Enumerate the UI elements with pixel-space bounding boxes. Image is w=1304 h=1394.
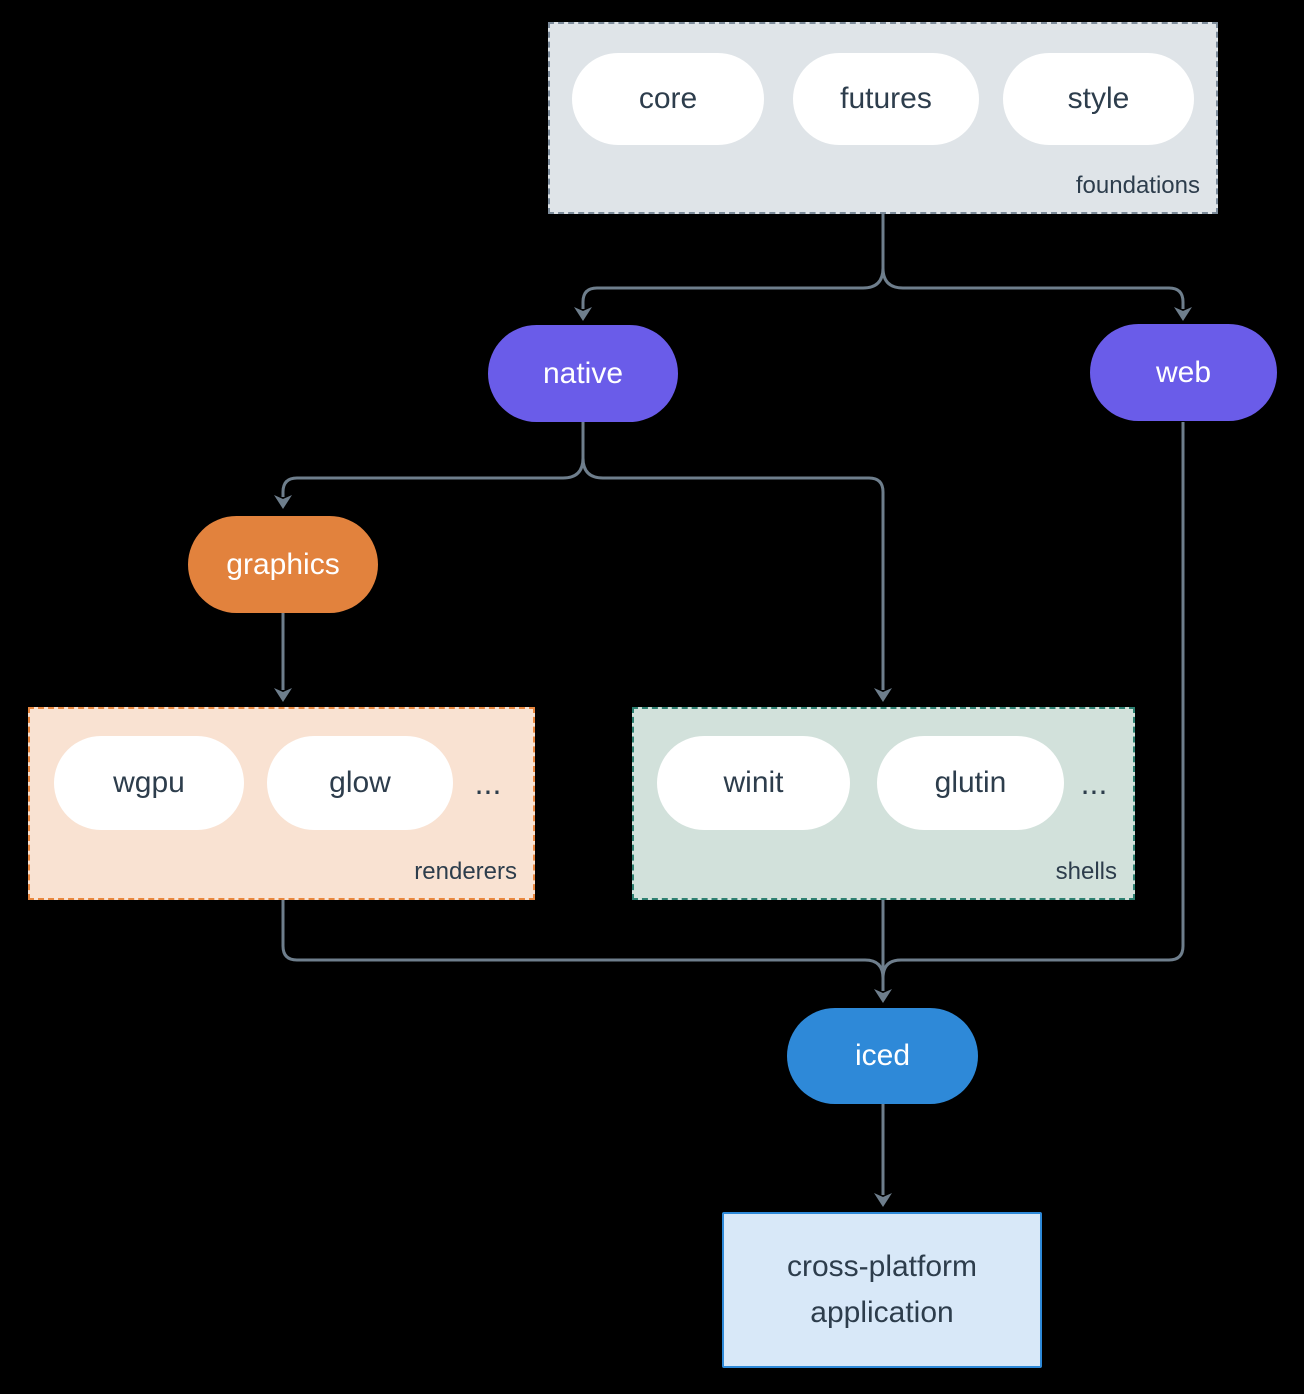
node-glutin: glutin bbox=[877, 736, 1064, 830]
node-iced: iced bbox=[787, 1008, 978, 1104]
node-winit: winit bbox=[657, 736, 850, 830]
shells-group: winit glutin ... shells bbox=[632, 707, 1135, 900]
node-glow: glow bbox=[267, 736, 453, 830]
connector-renderers-iced bbox=[281, 900, 885, 979]
arrowhead-into-native bbox=[574, 307, 592, 321]
node-native: native bbox=[488, 325, 678, 422]
renderers-ellipsis: ... bbox=[474, 764, 502, 801]
connector-native-shells bbox=[581, 422, 885, 690]
connector-foundations-web bbox=[881, 214, 1185, 309]
node-application: cross-platform application bbox=[722, 1212, 1042, 1368]
renderers-label: renderers bbox=[414, 858, 517, 885]
node-futures: futures bbox=[793, 53, 979, 145]
arrowhead-into-web bbox=[1174, 307, 1192, 321]
renderers-group: wgpu glow ... renderers bbox=[28, 707, 535, 900]
connector-native-graphics bbox=[281, 422, 585, 497]
connector-web-iced bbox=[881, 422, 1185, 979]
node-graphics: graphics bbox=[188, 516, 378, 613]
arrowhead-into-graphics bbox=[274, 495, 292, 509]
arrowhead-into-shells bbox=[874, 688, 892, 702]
node-wgpu: wgpu bbox=[54, 736, 244, 830]
node-core: core bbox=[572, 53, 764, 145]
arrowhead-into-application bbox=[874, 1193, 892, 1207]
shells-ellipsis: ... bbox=[1080, 764, 1108, 801]
foundations-group: core futures style foundations bbox=[548, 22, 1218, 214]
node-web: web bbox=[1090, 324, 1277, 421]
connector-foundations-native bbox=[581, 214, 885, 309]
shells-label: shells bbox=[1055, 858, 1117, 885]
arrowhead-into-iced bbox=[874, 989, 892, 1003]
arrowhead-into-renderers bbox=[274, 688, 292, 702]
node-style: style bbox=[1003, 53, 1194, 145]
foundations-label: foundations bbox=[1075, 172, 1200, 199]
